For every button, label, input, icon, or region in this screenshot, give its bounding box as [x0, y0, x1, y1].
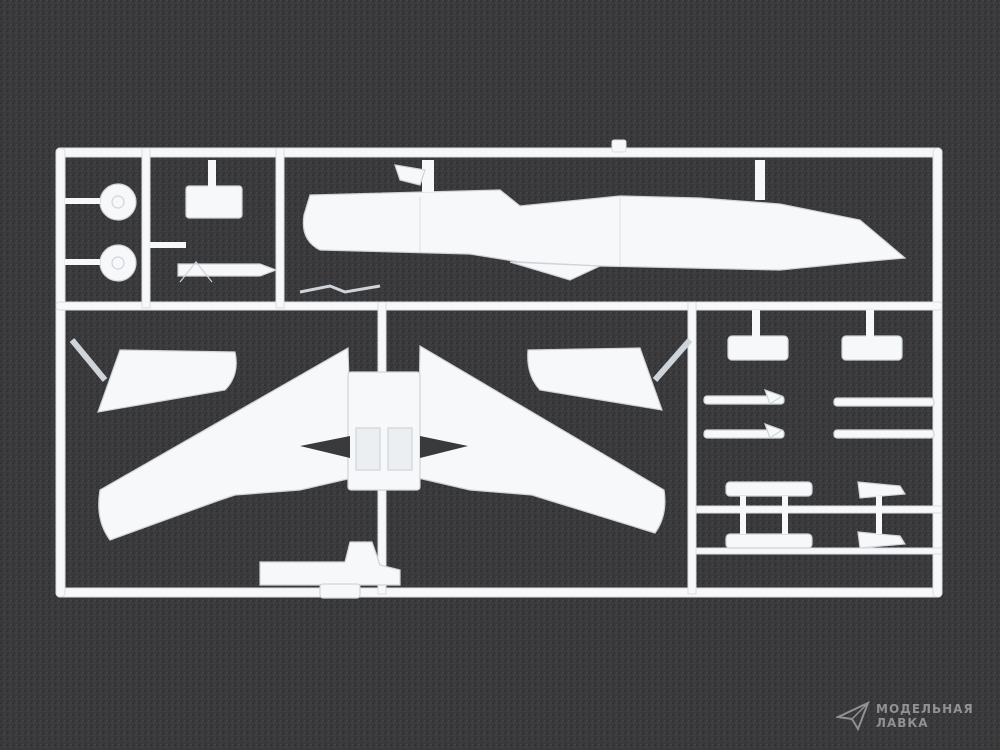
watermark: МОДЕЛЬНАЯ ЛАВКА — [836, 696, 986, 736]
watermark-line-1: МОДЕЛЬНАЯ — [876, 702, 974, 716]
wing-part — [98, 344, 666, 541]
fin-part — [259, 541, 401, 599]
fuselage-part — [302, 160, 907, 281]
watermark-line-2: ЛАВКА — [876, 716, 929, 730]
small-parts-top-left — [150, 160, 381, 294]
paper-plane-logo-icon — [836, 701, 870, 731]
weapon-parts — [703, 310, 935, 549]
stabilizer-parts — [69, 338, 693, 413]
wheel-parts — [65, 183, 137, 282]
